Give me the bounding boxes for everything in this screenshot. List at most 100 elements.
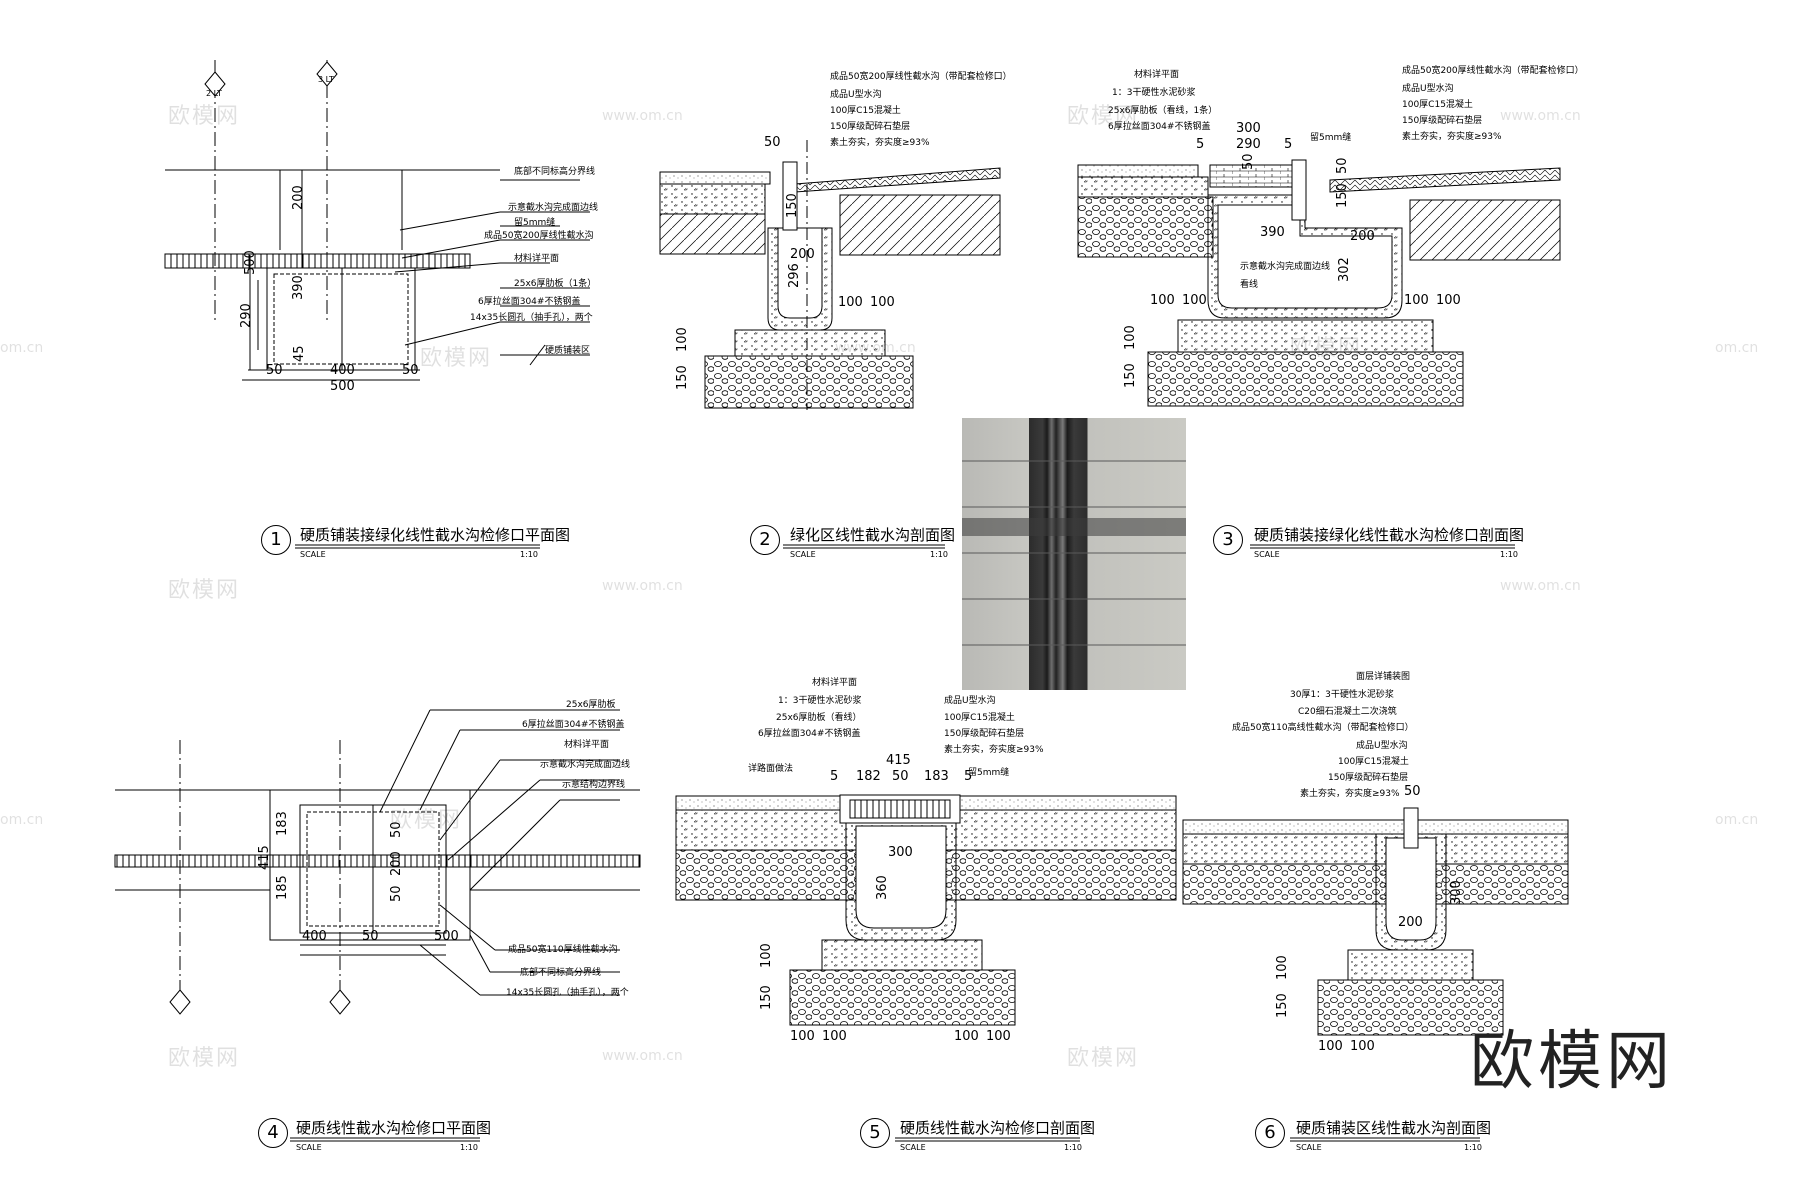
diagram-title: 绿化区线性截水沟剖面图 <box>790 526 956 544</box>
scale-label: SCALE <box>900 1143 926 1152</box>
annotation: 示意截水沟完成面边线 <box>540 760 631 770</box>
watermark: www.om.cn <box>602 578 683 594</box>
dimension: 183 <box>275 811 290 836</box>
annotation: 材料详平面 <box>812 678 858 688</box>
watermark: 欧模网 <box>1067 104 1140 129</box>
diagram-number: 1 <box>261 525 291 555</box>
dimension: 296 <box>787 263 802 288</box>
dimension: 300 <box>1236 121 1261 136</box>
annotation: 素土夯实，夯实度≥93% <box>1300 789 1400 799</box>
dimension: 150 <box>1335 183 1350 208</box>
dimension: 50 <box>389 821 404 838</box>
dimension: 290 <box>239 303 254 328</box>
section-mark: 3 LT <box>318 75 334 84</box>
diagram-title: 硬质铺装接绿化线性截水沟检修口剖面图 <box>1254 526 1525 544</box>
watermark: om.cn <box>1715 340 1759 356</box>
scale-label: SCALE <box>1296 1143 1322 1152</box>
annotation: 留5mm缝 <box>968 768 1010 778</box>
annotation: 6厚拉丝面304#不锈钢盖 <box>478 297 581 307</box>
dimension: 200 <box>790 247 815 262</box>
dimension: 100 <box>759 943 774 968</box>
dimension: 5 <box>964 769 973 784</box>
annotation: 100厚C15混凝土 <box>1338 757 1409 767</box>
dimension: 302 <box>1337 257 1352 282</box>
annotation: 看线 <box>1240 280 1259 290</box>
dimension: 50 <box>892 769 909 784</box>
dimension: 50 <box>1335 157 1350 174</box>
annotation: 100厚C15混凝土 <box>1402 100 1473 110</box>
diagram-title: 硬质线性截水沟检修口平面图 <box>296 1119 492 1137</box>
dimension: 390 <box>1260 225 1285 240</box>
annotation: 成品50宽110高线性截水沟（带配套检修口） <box>1232 723 1414 733</box>
dimension: 100 <box>1404 293 1429 308</box>
watermark: www.om.cn <box>602 1048 683 1064</box>
title-underlines <box>290 544 1515 1142</box>
scale-label: SCALE <box>300 550 326 559</box>
annotation: 素土夯实，夯实度≥93% <box>1402 132 1502 142</box>
dimension: 100 <box>986 1029 1011 1044</box>
diagram-number: 6 <box>1255 1118 1285 1148</box>
dimension: 200 <box>291 185 306 210</box>
annotation: 留5mm缝 <box>1310 133 1352 143</box>
dimension: 50 <box>764 135 781 150</box>
dimension: 300 <box>1449 880 1464 905</box>
dimension: 100 <box>822 1029 847 1044</box>
dimension: 50 <box>389 885 404 902</box>
dimension: 415 <box>886 753 911 768</box>
dimension: 290 <box>1236 137 1261 152</box>
scale-value: 1:10 <box>1500 550 1518 559</box>
diagram-1-plan <box>164 60 590 381</box>
dimension: 100 <box>675 327 690 352</box>
watermark: 欧模网 <box>168 1046 241 1071</box>
annotation: 材料详平面 <box>564 740 610 750</box>
dimension: 150 <box>675 365 690 390</box>
dimension: 150 <box>1275 993 1290 1018</box>
dimension: 182 <box>856 769 881 784</box>
dimension: 100 <box>790 1029 815 1044</box>
annotation: 成品U型水沟 <box>830 90 882 100</box>
annotation: 成品50宽200厚线性截水沟 <box>484 231 594 241</box>
dimension: 150 <box>785 193 800 218</box>
annotation: C20细石混凝土二次浇筑 <box>1298 707 1397 717</box>
scale-value: 1:10 <box>1064 1143 1082 1152</box>
annotation: 材料详平面 <box>514 254 560 264</box>
scale-label: SCALE <box>296 1143 322 1152</box>
dimension: 400 <box>302 929 327 944</box>
dimension: 300 <box>888 845 913 860</box>
scale-value: 1:10 <box>1464 1143 1482 1152</box>
watermark: om.cn <box>0 812 44 828</box>
annotation: 素土夯实，夯实度≥93% <box>944 745 1044 755</box>
annotation: 25x6厚肋板（1条） <box>514 279 597 289</box>
scale-value: 1:10 <box>520 550 538 559</box>
dimension: 500 <box>434 929 459 944</box>
diagram-number: 4 <box>258 1118 288 1148</box>
watermark: 欧模网 <box>168 104 241 129</box>
annotation: 100厚C15混凝土 <box>944 713 1015 723</box>
scale-value: 1:10 <box>460 1143 478 1152</box>
annotation: 100厚C15混凝土 <box>830 106 901 116</box>
annotation: 底部不同标高分界线 <box>514 167 596 177</box>
annotation: 1：3干硬性水泥砂浆 <box>1112 88 1196 98</box>
dimension: 100 <box>1123 325 1138 350</box>
scale-label: SCALE <box>1254 550 1280 559</box>
diagram-number: 2 <box>750 525 780 555</box>
annotation: 1：3干硬性水泥砂浆 <box>778 696 862 706</box>
dimension: 100 <box>954 1029 979 1044</box>
diagram-number: 3 <box>1213 525 1243 555</box>
annotation: 材料详平面 <box>1134 70 1180 80</box>
dimension: 5 <box>830 769 839 784</box>
annotation: 示意截水沟完成面边线 <box>508 203 599 213</box>
annotation: 6厚拉丝面304#不锈钢盖 <box>522 720 625 730</box>
dimension: 100 <box>1318 1039 1343 1054</box>
annotation: 示意截水沟完成面边线 <box>1240 262 1331 272</box>
annotation: 25x6厚肋板 <box>566 700 616 710</box>
dimension: 100 <box>838 295 863 310</box>
watermark: www.om.cn <box>1500 578 1581 594</box>
diagram-5-section <box>675 794 1177 1026</box>
annotation: 6厚拉丝面304#不锈钢盖 <box>758 729 861 739</box>
watermark: om.cn <box>0 340 44 356</box>
dimension: 45 <box>292 345 307 362</box>
dimension: 50 <box>1241 153 1256 170</box>
annotation: 底部不同标高分界线 <box>520 968 602 978</box>
